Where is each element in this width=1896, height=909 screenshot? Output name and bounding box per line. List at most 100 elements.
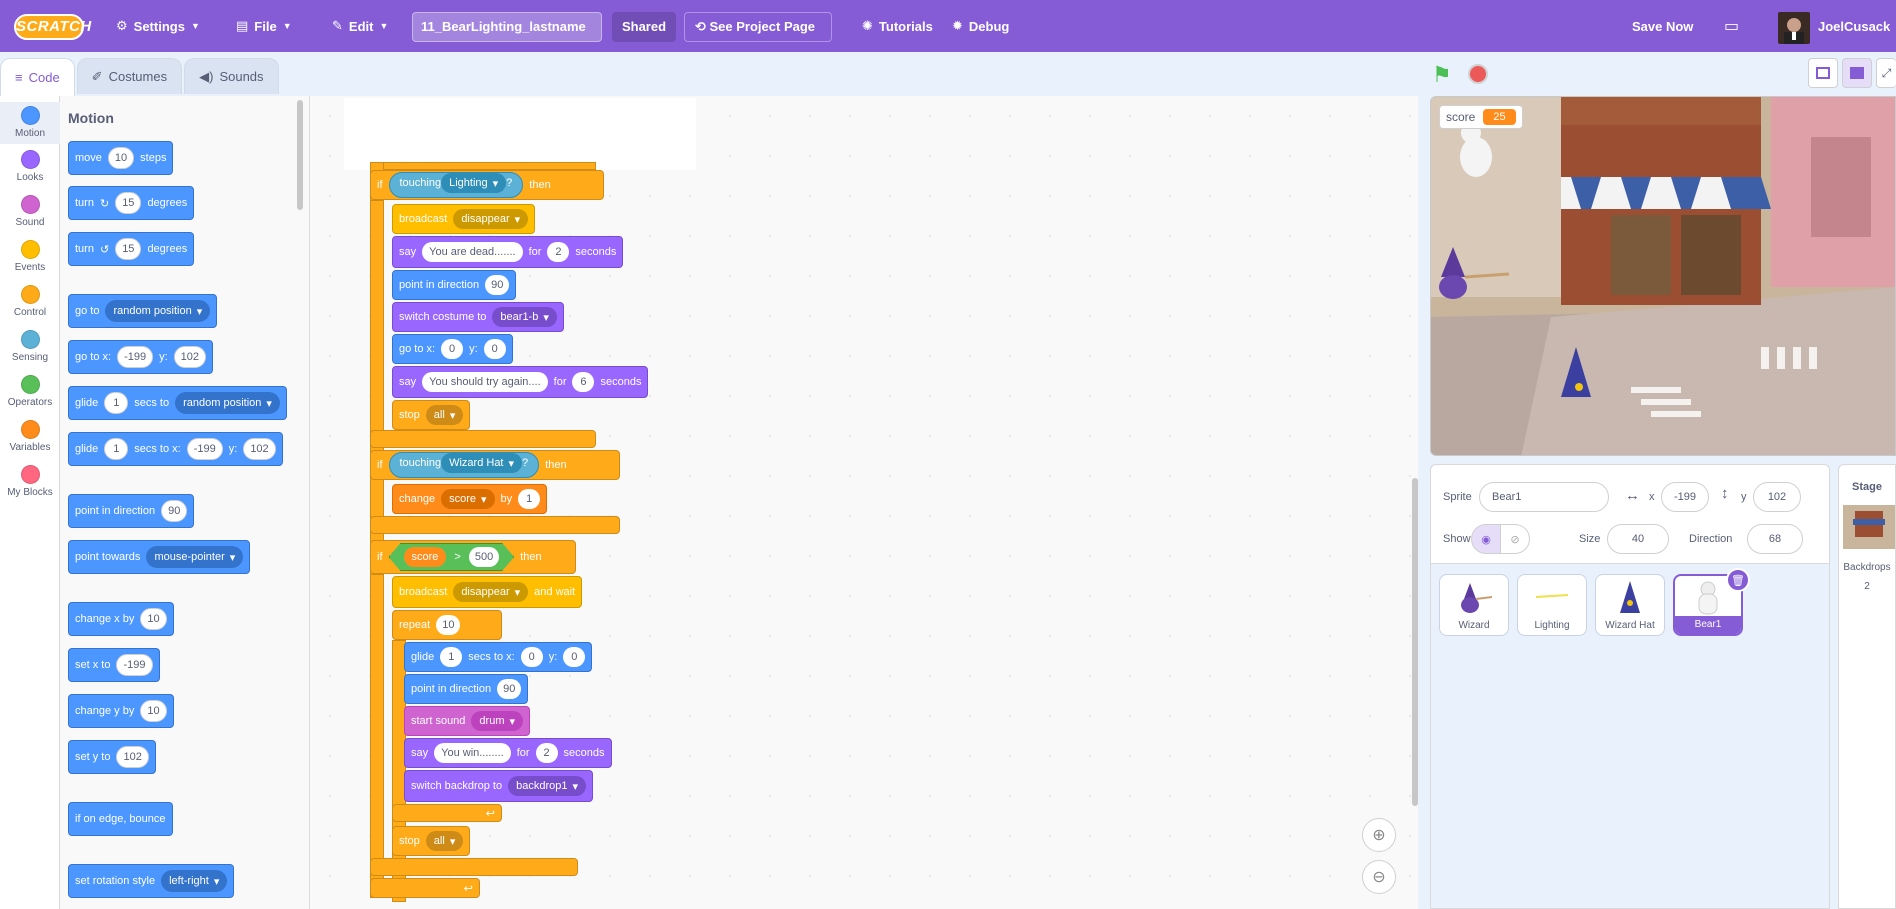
- debug-menu[interactable]: ✹Debug: [952, 0, 1009, 52]
- hide-button[interactable]: ⊘: [1500, 524, 1530, 554]
- number-input[interactable]: 10: [140, 608, 167, 630]
- shared-button[interactable]: Shared: [612, 12, 676, 42]
- small-stage-button[interactable]: [1808, 58, 1838, 88]
- file-menu[interactable]: ▤File▼: [236, 0, 292, 52]
- folder-icon[interactable]: ▭: [1724, 18, 1740, 35]
- variable-reporter[interactable]: score: [404, 547, 447, 567]
- normal-stage-button[interactable]: [1842, 58, 1872, 88]
- see-project-page-button[interactable]: ⟲ See Project Page: [684, 12, 832, 42]
- zoom-in-button[interactable]: ⊕: [1362, 818, 1396, 852]
- tab-sounds[interactable]: ◀)Sounds: [184, 58, 279, 94]
- username[interactable]: JoelCusack: [1818, 18, 1891, 34]
- number-input[interactable]: 10: [140, 700, 167, 722]
- x-input[interactable]: -199: [1661, 482, 1709, 512]
- number-input[interactable]: 1: [440, 647, 463, 667]
- tab-code[interactable]: ≡Code: [0, 58, 75, 96]
- number-input[interactable]: 1: [104, 438, 129, 460]
- settings-menu[interactable]: ⚙Settings▼: [116, 0, 200, 52]
- number-input[interactable]: -199: [117, 346, 154, 368]
- text-input[interactable]: You should try again....: [422, 372, 548, 392]
- bounce-block[interactable]: if on edge, bounce: [68, 802, 173, 836]
- dropdown[interactable]: mouse-pointer▾: [146, 546, 244, 568]
- sprite-tile-wizard-hat[interactable]: Wizard Hat: [1595, 574, 1665, 636]
- number-input[interactable]: 10: [436, 615, 461, 635]
- dropdown[interactable]: random position▾: [105, 300, 211, 322]
- number-input[interactable]: 2: [547, 242, 570, 262]
- number-input[interactable]: 0: [563, 647, 586, 667]
- scratch-logo[interactable]: SCRATCH: [14, 14, 91, 40]
- number-input[interactable]: 102: [116, 746, 149, 768]
- dropdown[interactable]: disappear▾: [453, 582, 529, 602]
- category-variables[interactable]: Variables: [0, 420, 60, 453]
- stop-button[interactable]: [1468, 64, 1488, 84]
- save-now-button[interactable]: Save Now: [1632, 18, 1694, 34]
- y-input[interactable]: 102: [1753, 482, 1801, 512]
- zoom-out-button[interactable]: ⊖: [1362, 860, 1396, 894]
- sprite-tile-wizard[interactable]: Wizard: [1439, 574, 1509, 636]
- show-visible-button[interactable]: ◉: [1471, 524, 1501, 554]
- dropdown[interactable]: Lighting▾: [441, 173, 507, 193]
- number-input[interactable]: 1: [104, 392, 129, 414]
- tab-costumes[interactable]: ✐Costumes: [76, 58, 183, 94]
- dropdown[interactable]: disappear▾: [453, 209, 529, 229]
- tutorials-menu[interactable]: ✺Tutorials: [862, 0, 933, 52]
- category-motion[interactable]: Motion: [0, 102, 60, 144]
- set-x-block[interactable]: set x to-199: [68, 648, 160, 682]
- edit-menu[interactable]: ✎Edit▼: [332, 0, 388, 52]
- number-input[interactable]: 102: [173, 346, 207, 368]
- fullscreen-button[interactable]: ⤢: [1876, 58, 1896, 88]
- green-flag-icon[interactable]: ⚑: [1432, 62, 1452, 87]
- size-input[interactable]: 40: [1607, 524, 1669, 554]
- number-input[interactable]: 0: [441, 339, 464, 359]
- dropdown[interactable]: all▾: [425, 831, 464, 851]
- dropdown[interactable]: left-right▾: [161, 870, 228, 892]
- number-input[interactable]: 15: [115, 192, 142, 214]
- number-input[interactable]: 102: [243, 438, 276, 460]
- dropdown[interactable]: random position▾: [175, 392, 280, 414]
- dropdown[interactable]: all▾: [425, 405, 464, 425]
- number-input[interactable]: 1: [518, 489, 541, 509]
- text-input[interactable]: You win........: [434, 743, 511, 763]
- text-input[interactable]: You are dead.......: [422, 242, 523, 262]
- stage-selector[interactable]: Stage Backdrops 2: [1838, 464, 1896, 909]
- sprite-tile-lighting[interactable]: Lighting: [1517, 574, 1587, 636]
- category-sound[interactable]: Sound: [0, 195, 60, 228]
- dropdown[interactable]: drum▾: [471, 711, 524, 731]
- category-events[interactable]: Events: [0, 240, 60, 273]
- number-input[interactable]: 0: [483, 339, 506, 359]
- project-title-input[interactable]: 11_BearLighting_lastname: [412, 12, 602, 42]
- number-input[interactable]: 2: [535, 743, 558, 763]
- category-operators[interactable]: Operators: [0, 375, 60, 408]
- number-input[interactable]: -199: [116, 654, 153, 676]
